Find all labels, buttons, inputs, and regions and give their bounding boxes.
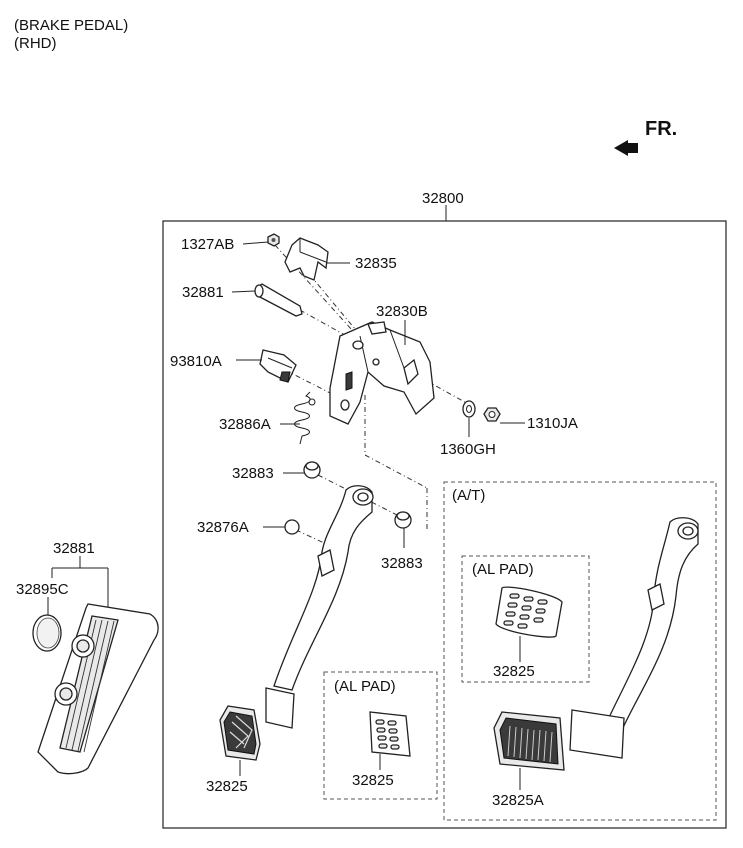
bushing-32883-top bbox=[303, 461, 321, 479]
washer-1360gh bbox=[462, 400, 476, 418]
label-32895c: 32895C bbox=[16, 581, 69, 598]
al-pad-at-title: (AL PAD) bbox=[472, 561, 534, 578]
assembly-frame bbox=[162, 220, 727, 829]
label-32825a: 32825A bbox=[492, 792, 544, 809]
brake-pedal-arm bbox=[265, 485, 374, 729]
nut-1310ja bbox=[483, 407, 501, 422]
spring-32886a bbox=[294, 391, 316, 445]
label-32825-mt: 32825 bbox=[206, 778, 248, 795]
label-32800: 32800 bbox=[422, 190, 464, 207]
housing-32830b bbox=[329, 321, 435, 425]
at-title: (A/T) bbox=[452, 487, 485, 504]
front-direction-label: FR. bbox=[645, 118, 677, 140]
al-pad-at-box bbox=[461, 555, 590, 683]
bushing-32883-right bbox=[394, 511, 412, 529]
label-32825-al-at: 32825 bbox=[493, 663, 535, 680]
switch-93810a bbox=[259, 349, 297, 383]
stopper-32876a bbox=[284, 519, 300, 535]
label-1310ja: 1310JA bbox=[527, 415, 578, 432]
label-32883-right: 32883 bbox=[381, 555, 423, 572]
al-pad-mt bbox=[369, 711, 411, 757]
label-32876a: 32876A bbox=[197, 519, 249, 536]
label-93810a: 93810A bbox=[170, 353, 222, 370]
brake-pad-32825a bbox=[493, 711, 565, 771]
footrest-32881 bbox=[37, 603, 159, 775]
at-box bbox=[443, 481, 717, 821]
label-32883-top: 32883 bbox=[232, 465, 274, 482]
pin-32881 bbox=[254, 283, 303, 317]
label-32830b: 32830B bbox=[376, 303, 428, 320]
label-1360gh: 1360GH bbox=[440, 441, 496, 458]
bracket-32835 bbox=[284, 237, 329, 281]
diagram-subtitle: (RHD) bbox=[14, 35, 57, 52]
label-32881-pin: 32881 bbox=[182, 284, 224, 301]
label-32825-al-mt: 32825 bbox=[352, 772, 394, 789]
front-arrow-icon bbox=[614, 140, 638, 156]
at-pedal-arm bbox=[569, 517, 699, 759]
footrest-cap-32895c bbox=[32, 614, 62, 652]
label-1327ab: 1327AB bbox=[181, 236, 234, 253]
al-pad-mt-box bbox=[323, 671, 438, 800]
label-32886a: 32886A bbox=[219, 416, 271, 433]
brake-pad-32825 bbox=[219, 705, 261, 761]
bolt-1327ab bbox=[267, 233, 280, 247]
label-32835: 32835 bbox=[355, 255, 397, 272]
label-32881-footrest: 32881 bbox=[53, 540, 95, 557]
al-pad-at bbox=[495, 586, 563, 638]
diagram-title: (BRAKE PEDAL) bbox=[14, 17, 129, 34]
al-pad-mt-title: (AL PAD) bbox=[334, 678, 396, 695]
